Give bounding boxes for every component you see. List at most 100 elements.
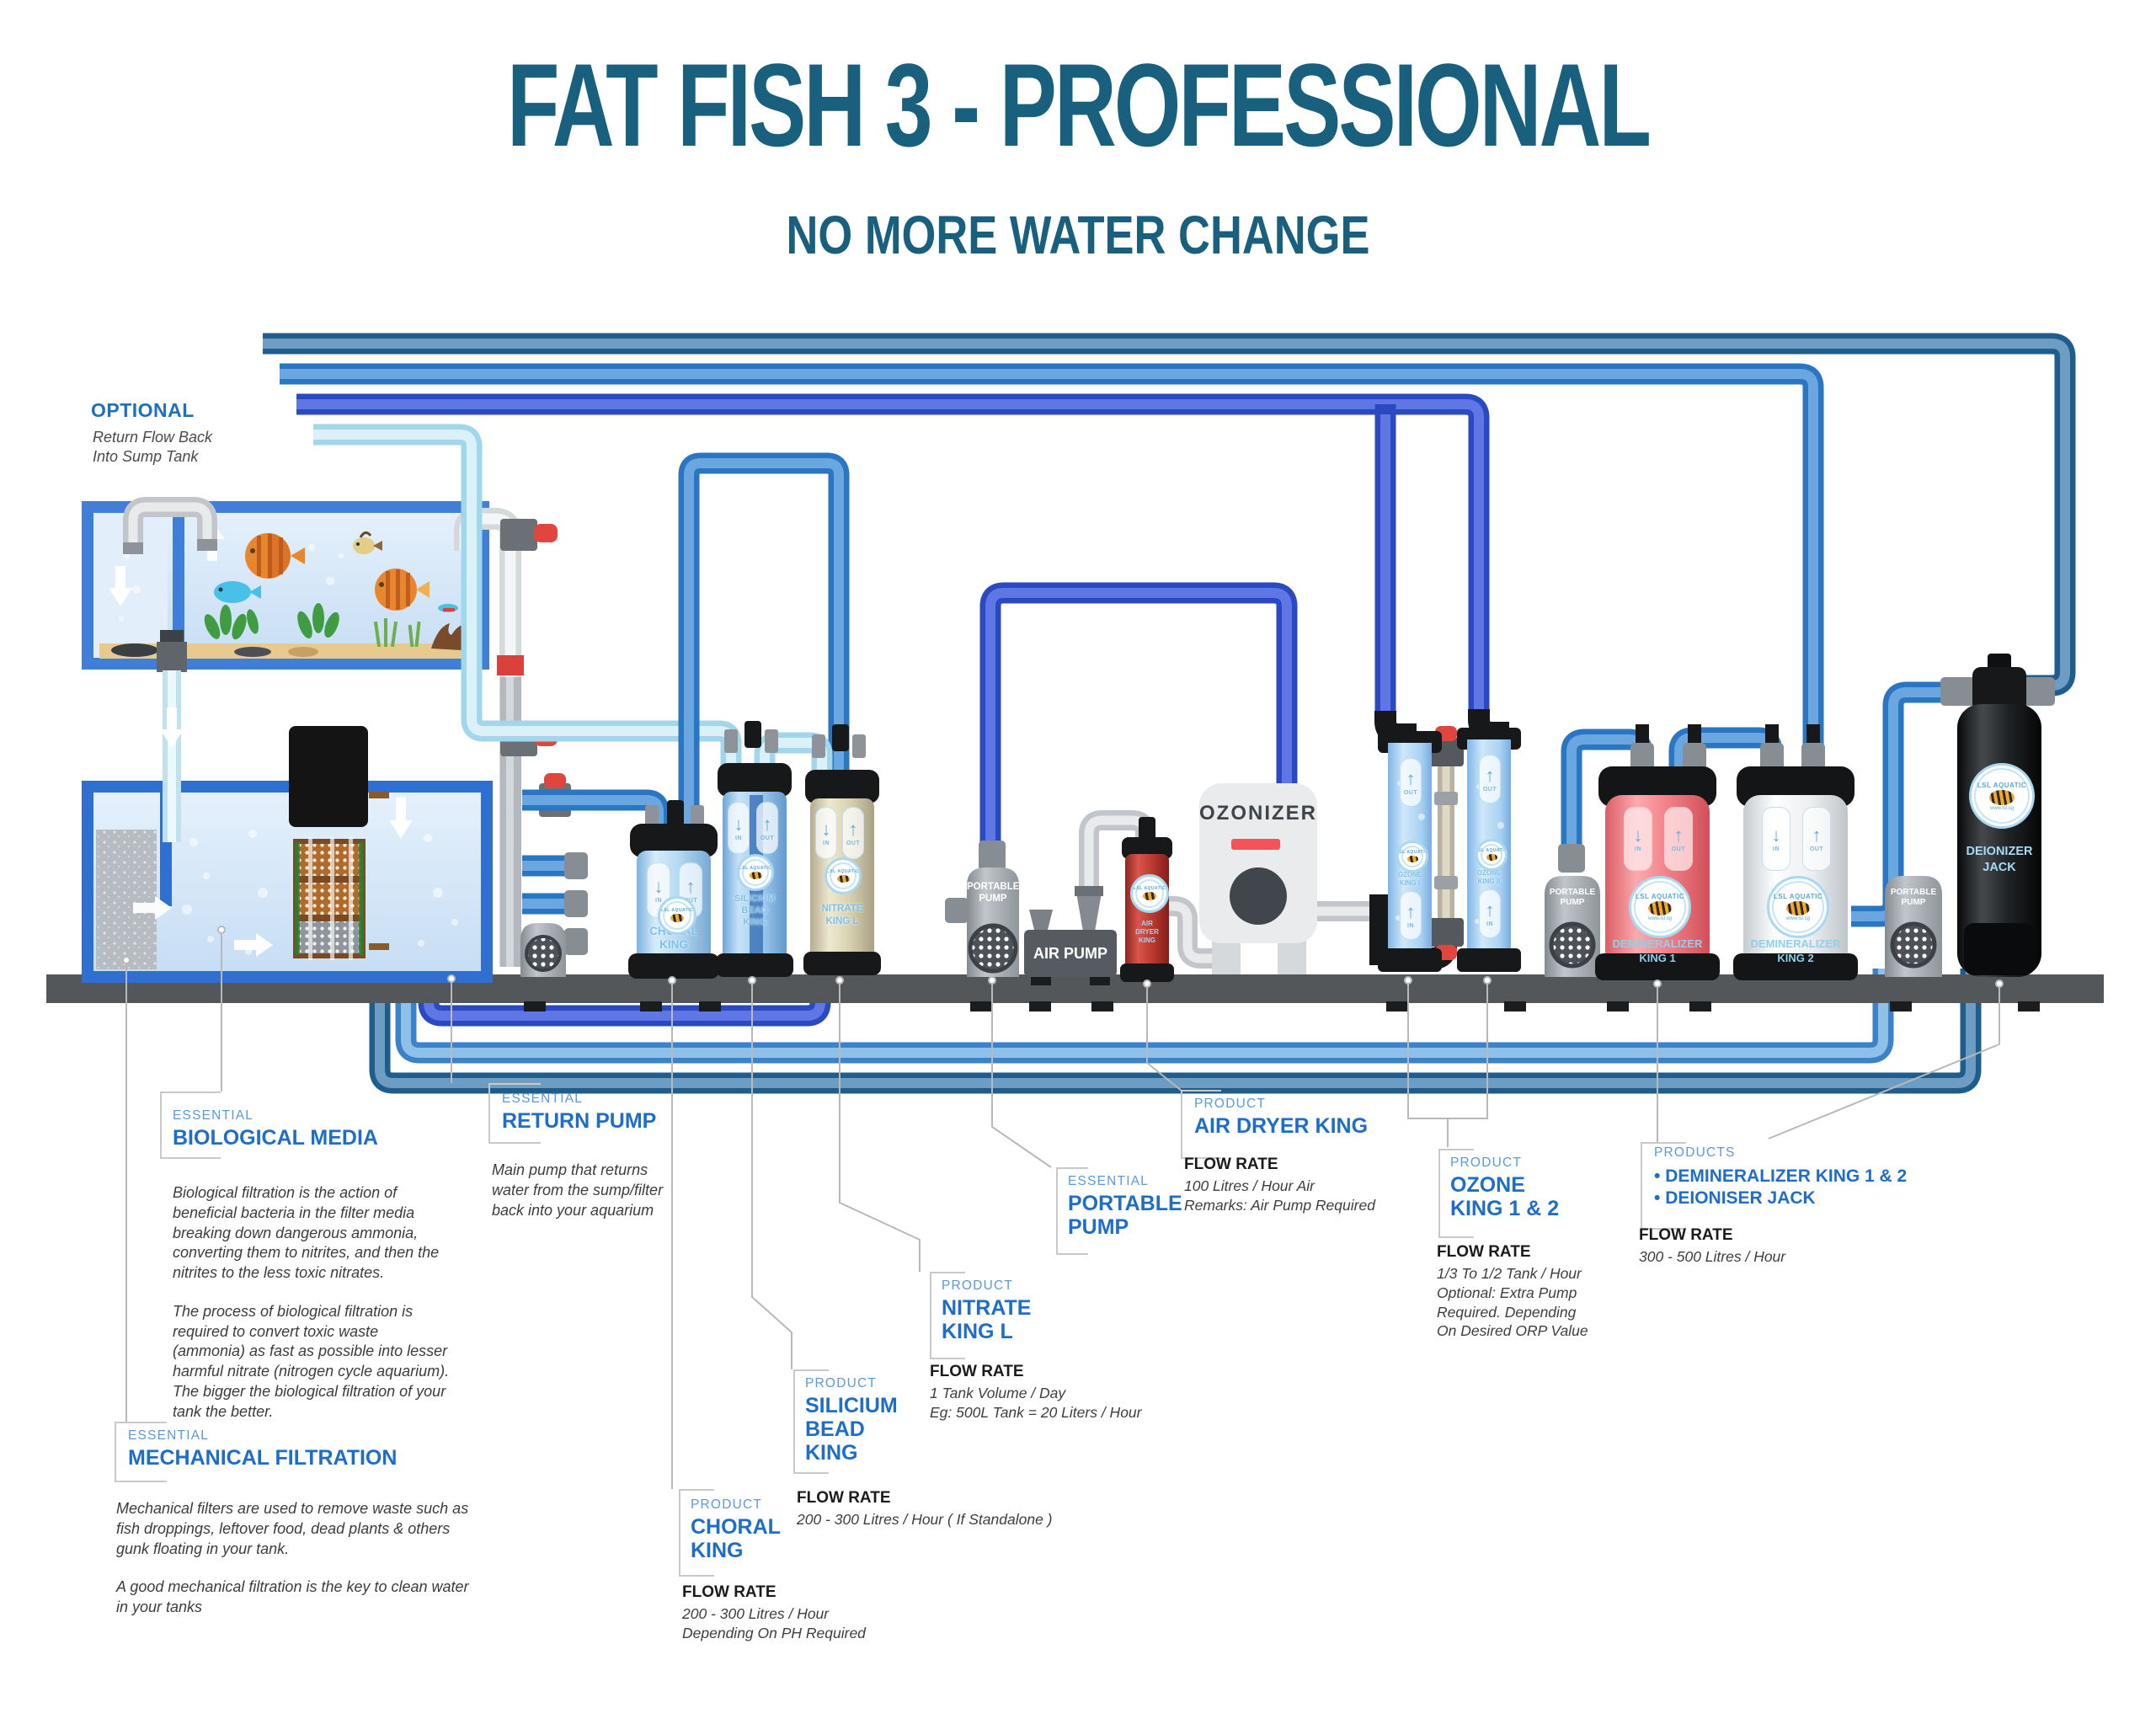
flow-out-pill: ↑OUT (1479, 755, 1501, 803)
in-label: IN (735, 835, 742, 841)
sump-tank (82, 726, 493, 983)
annotation-tag: PRODUCTS (1654, 1145, 1736, 1160)
flow-rate-label: FLOW RATE (682, 1583, 776, 1601)
fish-logo-icon (1406, 856, 1418, 862)
discus-fish-icon (375, 568, 430, 611)
down-arrow-icon: ↓ (821, 818, 831, 840)
annotation-portable-pump: ESSENTIAL PORTABLE PUMP (1068, 1174, 1253, 1239)
label-line: KING I (1399, 879, 1421, 887)
flow-rate-label: FLOW RATE (1639, 1226, 1733, 1244)
portable-pump-3-label: PORTABLE PUMP (1885, 888, 1942, 908)
annotation-tag: PRODUCT (691, 1497, 763, 1512)
choral-king-device (628, 800, 719, 979)
annotation-title: NITRATE KING L (942, 1296, 1032, 1343)
in-label: IN (1486, 921, 1493, 927)
flow-in-pill: ↓IN (1624, 807, 1652, 871)
annotation-title: AIR DRYER KING (1194, 1114, 1369, 1138)
label-line: KING 1 (1639, 952, 1676, 964)
biological-media-tower (289, 726, 389, 960)
fish-logo-icon (1989, 789, 2015, 805)
callout-bracket (793, 1369, 829, 1474)
discus-fish-icon (245, 533, 305, 579)
logo-text: LSL AQUATIC (1476, 848, 1508, 853)
fish-logo-icon (1648, 901, 1672, 915)
flow-out-pill: ↑OUT (842, 807, 864, 859)
nitrate-king-l-label: NITRATE KING L (810, 903, 874, 928)
silicium-bead-king-label: SILICIUM BEAD KING (723, 893, 787, 928)
down-arrow-icon: ↓ (654, 875, 664, 897)
air-dryer-king-label: AIR DRYER KING (1125, 920, 1169, 945)
flow-in-pill: ↓IN (728, 802, 750, 854)
flow-rate-value: 200 - 300 Litres / Hour ( If Standalone … (797, 1511, 1053, 1528)
logo-text: LSL AQUATIC (739, 865, 772, 871)
callout-bracket (488, 1083, 541, 1144)
out-label: OUT (1403, 789, 1418, 796)
grass-icon (373, 618, 421, 648)
brand-logo: LSL AQUATIC www.lsl.sg (825, 857, 862, 894)
optional-label: OPTIONAL (91, 399, 195, 421)
portable-pump-2-device (1545, 844, 1600, 977)
flow-in-pill: ↑IN (1400, 891, 1422, 940)
logo-text: LSL AQUATIC (826, 868, 860, 874)
annotation-title: BIOLOGICAL MEDIA (173, 1126, 378, 1150)
up-arrow-icon: ↑ (686, 875, 696, 897)
product-bullet: DEMINERALIZER KING 1 & 2 (1654, 1166, 2008, 1188)
label-line: KING (743, 917, 766, 927)
annotation-tag: ESSENTIAL (128, 1428, 210, 1443)
annotation-air-dryer-king: PRODUCT AIR DRYER KING (1194, 1097, 1447, 1138)
ozone-king-1-label: OZONE KING I (1388, 871, 1432, 888)
flow-out-pill: ↑OUT (756, 802, 778, 854)
in-label: IN (1635, 846, 1641, 852)
fish-logo-icon (1486, 854, 1497, 861)
brand-logo: LSL AQUATIC www.lsl.sg (1476, 839, 1508, 871)
label-line: PUMP (1560, 898, 1585, 907)
out-label: OUT (1482, 786, 1497, 793)
neon-tetra-icon (438, 604, 458, 612)
ozonizer-indicator (1231, 839, 1280, 850)
annotation-paragraph: The process of biological filtration is … (173, 1302, 450, 1420)
logo-url: www.lsl.sg (1989, 805, 2014, 811)
logo-text: LSL AQUATIC (1635, 893, 1685, 900)
label-line: PORTABLE (1890, 888, 1937, 897)
out-label: OUT (1809, 846, 1824, 852)
annotation-title: OZONE KING 1 & 2 (1450, 1173, 1560, 1220)
callout-bracket (160, 1092, 221, 1159)
flow-rate-label: FLOW RATE (1437, 1243, 1531, 1261)
label-line: KING (659, 938, 688, 951)
label-line: JACK (1983, 861, 2016, 874)
flow-rate-choral-king: FLOW RATE 200 - 300 Litres / Hour Depend… (682, 1583, 935, 1643)
blue-fish-icon (214, 581, 261, 603)
flow-rate-air-dryer: FLOW RATE 100 Litres / Hour Air Remarks:… (1184, 1156, 1470, 1215)
valve-icon (500, 519, 558, 551)
fish-logo-icon (836, 874, 850, 883)
flow-out-pill: ↑OUT (1400, 758, 1422, 807)
logo-text: LSL AQUATIC (1773, 893, 1823, 900)
label-line: DRYER (1135, 928, 1159, 936)
annotation-tag: ESSENTIAL (502, 1092, 584, 1106)
annotation-choral-king: PRODUCT CHORAL KING (691, 1497, 876, 1562)
deionizer-jack-label: DEIONIZER JACK (1957, 844, 2041, 876)
out-label: OUT (1671, 846, 1686, 852)
annotation-body: Biological filtration is the action of b… (173, 1165, 451, 1422)
annotation-title: MECHANICAL FILTRATION (128, 1446, 398, 1470)
annotation-title: CHORAL KING (691, 1515, 781, 1562)
annotation-paragraph: A good mechanical filtration is the key … (116, 1578, 469, 1615)
air-pump-label: AIR PUMP (1033, 945, 1107, 962)
ozonizer-label: OZONIZER (1199, 802, 1317, 825)
top-pipes (263, 333, 2076, 768)
annotation-demineralizer-deioniser: PRODUCTS DEMINERALIZER KING 1 & 2 DEIONI… (1654, 1145, 2008, 1210)
product-bullet: DEIONISER JACK (1654, 1188, 2008, 1209)
flow-arrow-icons (133, 797, 413, 957)
portable-pump-3-device (1885, 876, 1942, 977)
page-title: FAT FISH 3 - PROFESSIONAL (506, 39, 1652, 171)
callout-bracket (115, 1422, 167, 1482)
logo-text: LSL AQUATIC (1133, 886, 1166, 891)
portable-pump-1-label: PORTABLE PUMP (967, 881, 1019, 905)
return-pump-device (520, 923, 566, 977)
fish-logo-icon (1786, 901, 1810, 915)
logo-text: LSL AQUATIC (660, 908, 694, 913)
annotation-tag: PRODUCT (942, 1278, 1014, 1293)
optional-note: Return Flow Back Into Sump Tank (93, 429, 213, 466)
flow-rate-nitrate: FLOW RATE 1 Tank Volume / Day Eg: 500L T… (930, 1363, 1225, 1422)
